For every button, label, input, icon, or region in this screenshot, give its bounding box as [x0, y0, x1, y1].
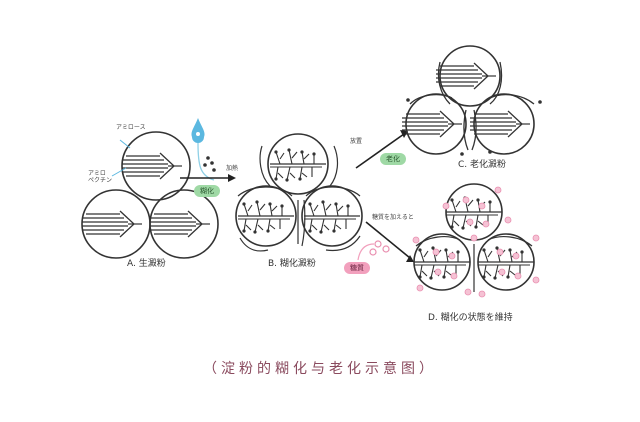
- stage-c-granules: [401, 45, 542, 156]
- amylopectin-label-2: ペクチン: [88, 177, 113, 184]
- arrow-a-to-b: [180, 118, 236, 182]
- stage-a-granules: [81, 131, 219, 259]
- figure-caption: （淀粉的糊化与老化示意图）: [203, 361, 437, 377]
- stage-d-label: D. 糊化の状態を維持: [428, 313, 513, 323]
- amylopectin-label-1: アミロ: [88, 170, 106, 177]
- retrogradation-pill: 老化: [380, 153, 406, 165]
- stage-a-label: A. 生澱粉: [127, 259, 166, 269]
- stage-c-label: C. 老化澱粉: [458, 160, 507, 170]
- add-sugar-label: 糖質を加えると: [372, 214, 414, 221]
- heating-label: 加熱: [226, 165, 239, 172]
- standing-label: 放置: [350, 138, 363, 145]
- arrow-b-to-c: [355, 130, 408, 169]
- stage-b-granules: [235, 133, 363, 252]
- amylose-label: アミロース: [116, 124, 146, 131]
- stage-b-label: B. 糊化澱粉: [268, 259, 316, 269]
- gelatinization-pill: 糊化: [194, 185, 220, 197]
- sugar-pill: 糖質: [344, 262, 370, 274]
- stage-d-granules: [412, 183, 540, 298]
- water-drop-icon: [191, 118, 205, 143]
- arrow-b-to-d: [357, 221, 414, 262]
